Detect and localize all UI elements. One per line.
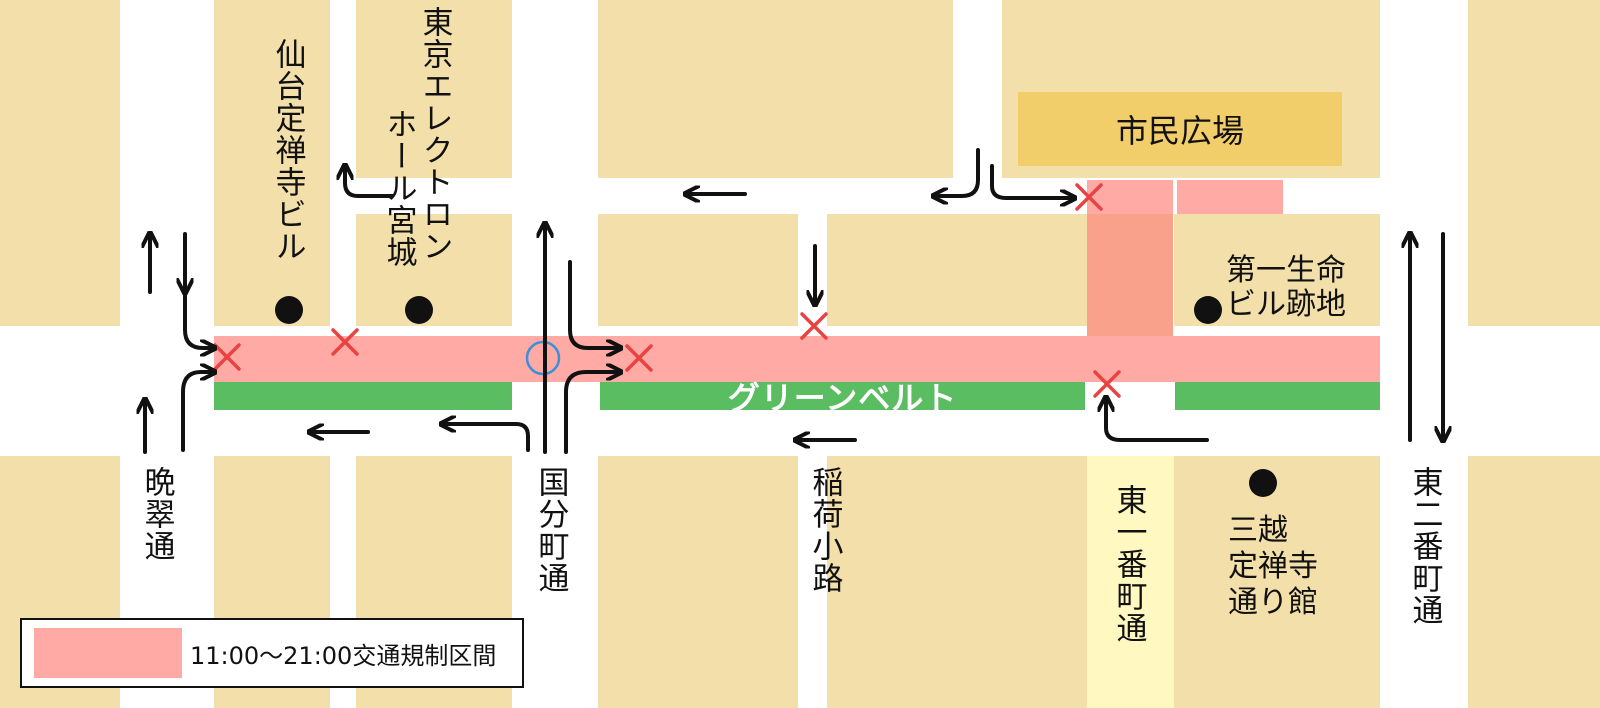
arrow-turn-north [1106,400,1209,442]
landmark-label-sendai-jozenji-building: 仙台定禅寺ビル [269,38,306,262]
green-belt-label: グリーンベルト [727,379,958,417]
landmark-dot-mitsukoshi [1249,469,1277,497]
landmark-dot-sendai-jozenji [275,296,303,324]
higashi-ichibancho-street-highlight [1087,456,1174,708]
civic-plaza [1018,92,1342,166]
city-block [598,214,798,326]
landmark-label-daiichi-line2: ビル跡地 [1226,287,1346,322]
arrow-turn-west [936,148,980,196]
arrow-turn-right [564,372,618,454]
arrow-turn-right [568,260,618,348]
green-belt-segment [1175,382,1380,410]
legend-label: 11:00〜21:00交通規制区間 [190,641,497,670]
city-block [827,456,1087,708]
city-block [827,214,1087,326]
arrow-turn-left [444,424,530,452]
city-block [598,0,953,178]
city-block [598,456,798,708]
green-belt-segment [600,382,1085,410]
city-block [356,214,512,326]
street-label-inari-koji: 稲荷小路 [806,466,843,594]
no-entry-marks [213,183,1121,398]
no-entry-mark [800,312,828,340]
city-block [1174,456,1380,708]
landmark-dot-daiichi-seimei [1194,296,1222,324]
arrow-turn-right [181,372,212,452]
no-entry-mark [625,344,653,372]
landmark-label-mitsukoshi-line1: 三越 [1228,513,1288,548]
landmark-dot-electron-hall [405,296,433,324]
landmark-label-mitsukoshi-line3: 通り館 [1228,585,1318,620]
no-entry-mark [213,343,241,371]
city-block [0,0,120,326]
city-block [1468,456,1600,708]
city-block [1468,0,1600,326]
arrow-turn-north [345,168,394,198]
legend-swatch-restricted [34,628,182,678]
restricted-main-street [214,336,1380,382]
restricted-section [214,180,1380,382]
city-block [214,0,330,326]
restricted-plaza-side-section [1177,180,1283,214]
landmark-label-daiichi-line1: 第一生命 [1226,253,1346,288]
landmark-label-mitsukoshi-line2: 定禅寺 [1228,549,1318,584]
city-block [356,0,512,178]
street-label-higashi-ichibancho-dori: 東一番町通 [1110,484,1147,644]
no-entry-mark [1093,370,1121,398]
landmark-dots [275,296,1277,497]
street-label-higashi-nibancho-dori: 東二番町通 [1406,466,1443,626]
landmark-label-electron-hall-line1: 東京エレクトロン [416,6,453,262]
green-belt [214,382,1380,410]
street-label-kokubuncho-dori: 国分町通 [532,466,569,594]
arrow-turn-east [990,164,1072,198]
landmark-label-electron-hall-line2: ホール宮城 [380,108,417,268]
green-belt-segment [214,382,512,410]
plaza-label: 市民広場 [1115,112,1244,150]
no-entry-mark [331,328,359,356]
street-label-bansui-dori: 晩翠通 [138,466,175,562]
traffic-arrows [145,148,1443,454]
map-legend: 11:00〜21:00交通規制区間 [20,618,524,688]
arrow-turn-right [183,288,212,348]
no-entry-mark [1075,183,1103,211]
